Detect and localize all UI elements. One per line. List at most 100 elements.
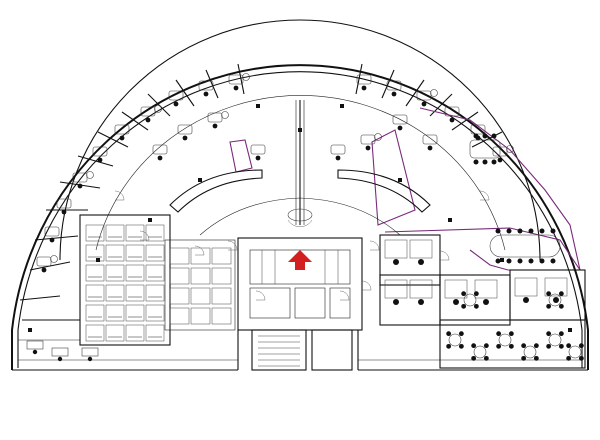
door-swing [255,290,266,301]
chair-icon [496,331,502,337]
door-swing [139,230,150,241]
chair-icon [578,343,584,349]
column [500,258,504,262]
office-desk [177,124,193,135]
workstation [169,267,190,285]
chair-icon [533,355,539,361]
column [198,178,202,182]
column [28,328,32,332]
door-swing [114,190,125,201]
chair-icon [203,91,209,97]
chair-icon [97,157,103,163]
chair-icon [521,343,527,349]
workstation [409,279,433,299]
office-desk [36,256,52,267]
office-desk [360,134,376,145]
workstation [105,304,125,322]
chair-icon [119,135,125,141]
workstation [105,264,125,282]
chair-icon [471,355,477,361]
chair-icon [546,343,552,349]
chair-icon [517,258,523,264]
office-desk [422,134,438,145]
chair-icon [449,117,455,123]
chair-icon [41,267,47,273]
round-table [242,73,250,81]
office-desk [198,80,214,91]
column [256,104,260,108]
office-desk [392,114,408,125]
chair-icon [523,297,529,303]
chair-icon [145,117,151,123]
chair-icon [453,299,459,305]
door-swing [369,240,380,251]
round-table [473,345,487,359]
chair-icon [473,291,479,297]
chair-icon [446,331,452,337]
round-table [430,89,438,97]
office-desk [26,340,44,350]
chair-icon [550,228,556,234]
chair-icon [483,299,489,305]
chair-icon [393,299,399,305]
chair-icon [255,155,261,161]
column [448,218,452,222]
door-swing [479,190,490,201]
workstation [474,279,498,299]
chair-icon [458,343,464,349]
chair-icon [471,343,477,349]
workstation [85,224,105,242]
office-desk [140,106,156,117]
office-desk [56,198,72,209]
chair-icon [483,343,489,349]
chair-icon [553,297,559,303]
chair-icon [508,343,514,349]
chair-icon [365,145,371,151]
column [568,328,572,332]
office-desk [51,347,69,357]
chair-icon [391,91,397,97]
chair-icon [491,159,497,165]
chair-icon [521,355,527,361]
chair-icon [496,343,502,349]
chair-icon [57,356,63,362]
workstation [145,284,165,302]
office-desk [152,144,168,155]
chair-icon [77,183,83,189]
workstation [105,284,125,302]
chair-icon [335,155,341,161]
chair-icon [533,343,539,349]
chair-icon [393,259,399,265]
chair-icon [427,145,433,151]
highlight-outlines [229,107,581,271]
workstation [169,307,190,325]
building-core [237,237,363,371]
chair-icon [566,343,572,349]
chair-icon [483,355,489,361]
workstation [105,324,125,342]
workstation [85,304,105,322]
office-desk [72,172,88,183]
chair-icon [233,85,239,91]
chair-icon [482,133,488,139]
chair-icon [539,258,545,264]
column [148,218,152,222]
structural-columns [28,104,572,332]
workstation [125,264,145,282]
chair-icon [546,291,552,297]
office-desk [386,80,402,91]
chair-icon [495,258,501,264]
office-desk [444,106,460,117]
round-table [154,105,162,113]
workstation [190,307,211,325]
chair-icon [497,157,503,163]
column [340,104,344,108]
chair-icon [61,209,67,215]
office-desk [470,124,486,135]
round-table [506,145,514,153]
chair-icon [157,155,163,161]
chair-icon [421,101,427,107]
workstation [211,247,232,265]
chair-icon [473,303,479,309]
up-arrow-icon [288,250,312,270]
